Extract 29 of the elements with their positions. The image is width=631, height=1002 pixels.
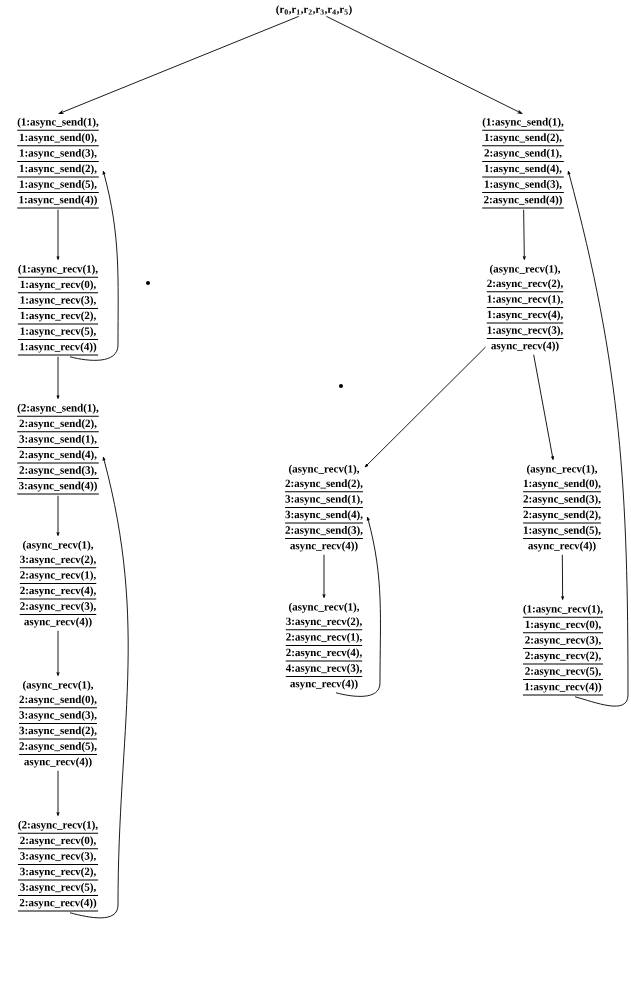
state-list: (async_recv(1), 1:async_send(0), 2:async_send(3), 2:async_send(2), 1:async_send(5), async_recv(4)) <box>522 464 602 552</box>
arrow <box>56 770 60 817</box>
state-list: (async_recv(1), 2:async_send(2), 3:async_send(1), 3:async_send(4), 2:async_send(3), async_recv(4)) <box>284 464 364 552</box>
state-list: (2:async_recv(1), 2:async_recv(0), 3:async_recv(3), 3:async_recv(2), 3:async_recv(5), 2:async_recv(4)) <box>17 820 99 912</box>
state-list: (1:async_send(1), 1:async_send(0), 1:async_send(3), 1:async_send(2), 1:async_send(5), 1:async_send(4)) <box>16 117 100 209</box>
arrow <box>56 495 60 537</box>
arrow <box>69 456 129 919</box>
state-list: (async_recv(1), 3:async_recv(2), 2:async_recv(1), 2:async_recv(4), 4:async_recv(3), async_recv(4)) <box>285 602 363 690</box>
state-label: (r$_{0}$,r$_{1}$,r$_{2}$,r$_{3}$,r$_{4}$,r$_{5}$) <box>276 5 352 16</box>
arrow <box>69 170 119 361</box>
arrow <box>533 354 554 461</box>
arrow <box>56 356 60 400</box>
state-list: (1:async_send(1), 1:async_send(2), 2:async_send(1), 1:async_send(4), 1:async_send(3), 2:async_send(4)) <box>481 117 565 209</box>
state-list: (async_recv(1), 2:async_send(0), 3:async_send(3), 3:async_send(2), 2:async_send(5), async_recv(4)) <box>18 680 98 768</box>
state-list: (2:async_send(1), 2:async_send(2), 3:async_send(1), 2:async_send(4), 2:async_send(3), 3:async_send(4)) <box>16 403 100 495</box>
arrow <box>567 170 629 707</box>
arrow <box>326 15 523 114</box>
arrow <box>364 346 486 468</box>
state-list: (async_recv(1), 2:async_recv(2), 1:async_recv(1), 1:async_recv(4), 1:async_recv(3), async_recv(4)) <box>486 264 564 352</box>
arrow <box>56 630 60 677</box>
arrow <box>561 554 565 601</box>
arrow <box>522 209 526 261</box>
arrow <box>335 516 381 697</box>
state-list: (1:async_recv(1), 1:async_recv(0), 2:async_recv(3), 2:async_recv(2), 2:async_recv(5), 1:async_recv(4)) <box>522 604 604 696</box>
arrow <box>56 209 60 261</box>
arrow <box>322 554 326 599</box>
arrow <box>58 15 300 114</box>
state-list: (1:async_recv(1), 1:async_recv(0), 1:async_recv(3), 1:async_recv(2), 1:async_recv(5), 1:async_recv(4)) <box>17 264 99 356</box>
state-list: (async_recv(1), 3:async_recv(2), 2:async_recv(1), 2:async_recv(4), 2:async_recv(3), async_recv(4)) <box>19 540 97 628</box>
